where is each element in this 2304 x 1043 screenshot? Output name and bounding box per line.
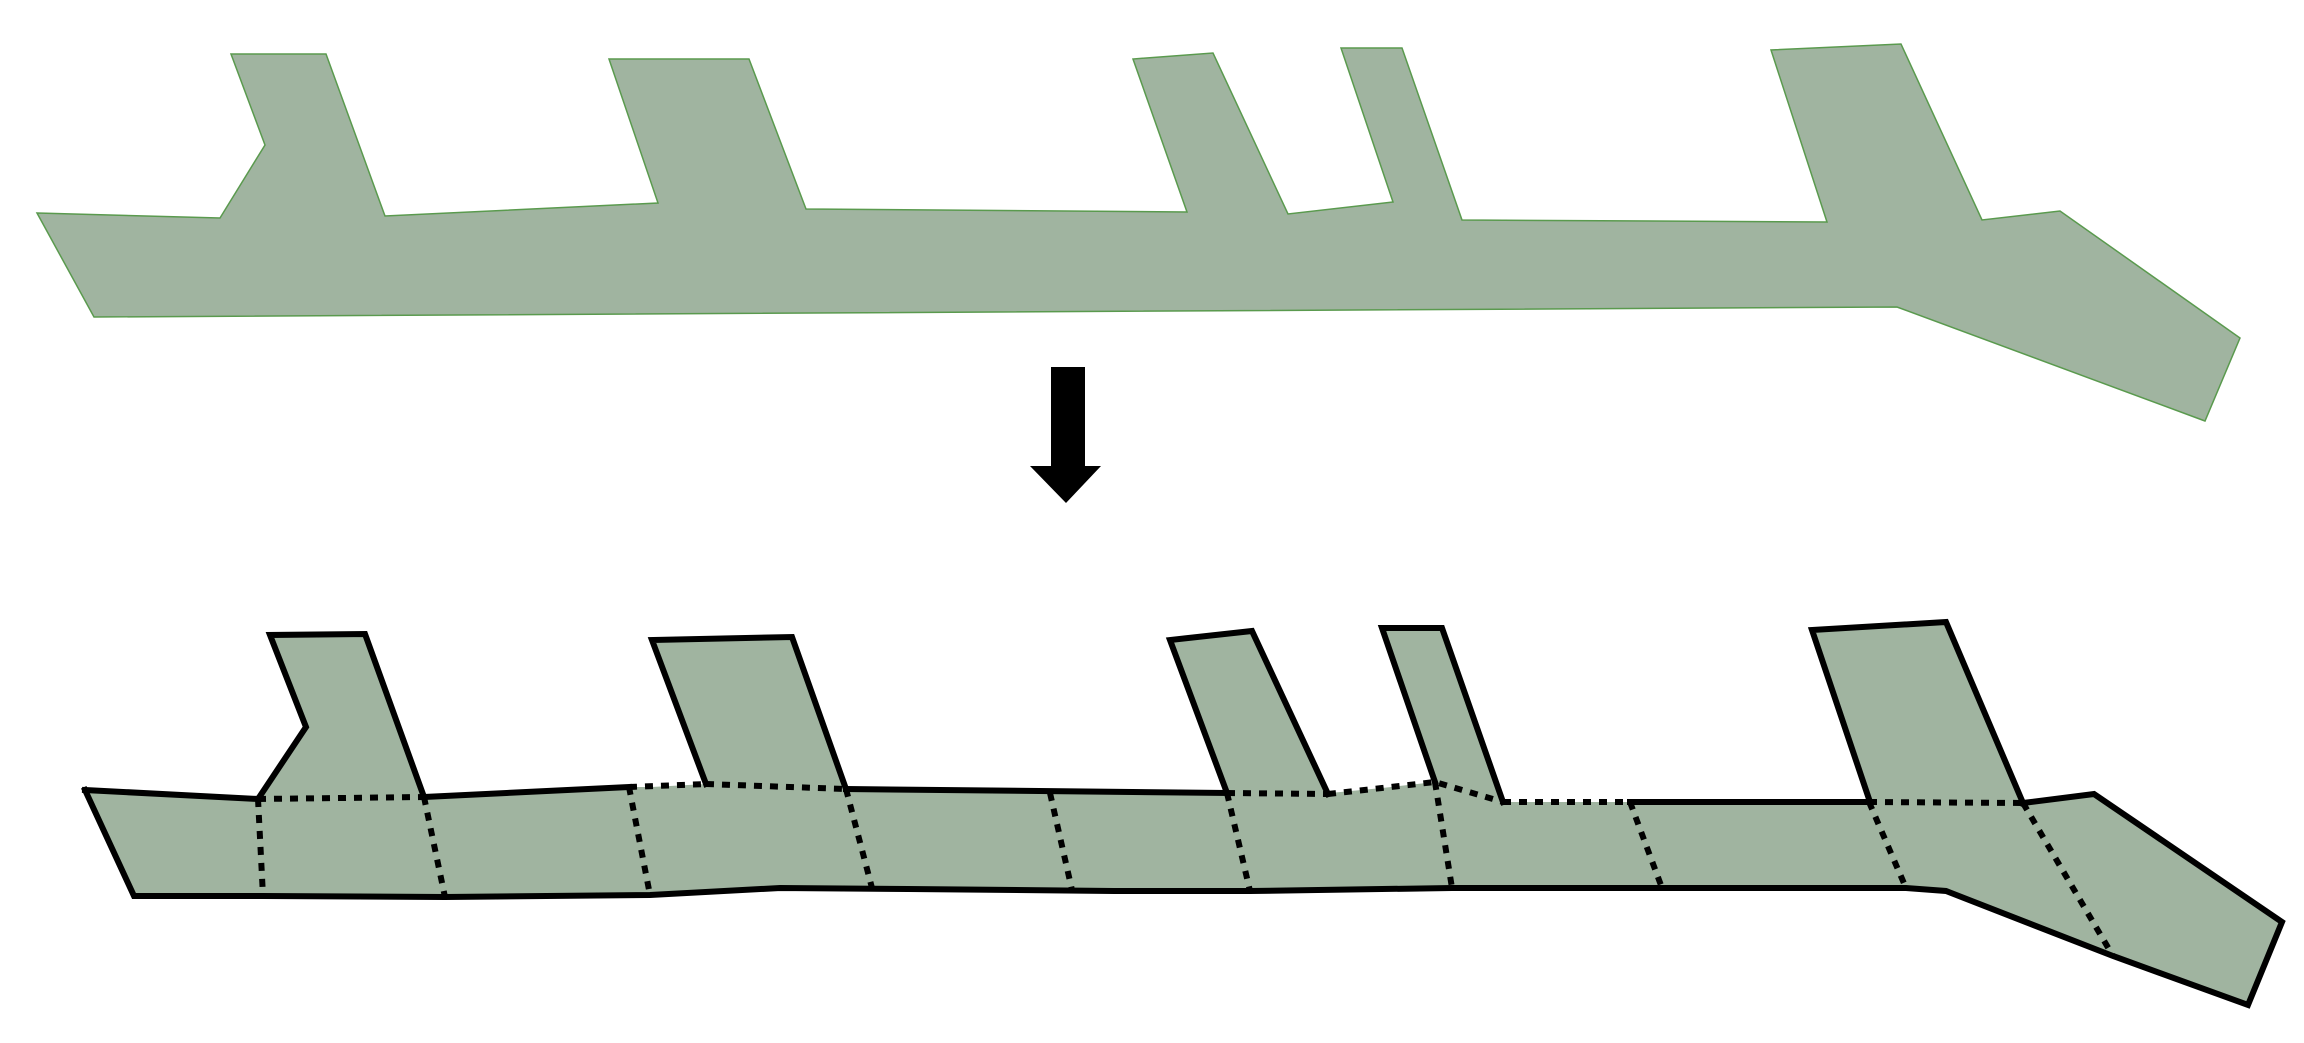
segmented-polygon-fill [85,622,2282,1005]
partition-cut-1 [255,798,266,897]
partition-lines [255,778,2116,958]
outline-segment [647,633,850,793]
outline-segment [1807,618,2027,807]
outline-segment [1377,625,1507,806]
partition-cut-3 [626,786,653,896]
partition-cut-4 [843,788,875,889]
down-arrow-icon [1030,367,1101,503]
partition-top-5 [1327,778,1504,805]
original-polygon [35,43,2241,422]
partition-cut-7 [1432,781,1455,889]
partition-top-4 [1226,790,1329,797]
partition-cut-2 [421,796,448,898]
partition-top-7 [1868,799,2024,806]
partition-top-1 [257,794,425,802]
segmented-polygon [81,618,2286,1009]
outline-segment [842,627,1332,798]
partition-cut-6 [1224,792,1253,892]
partition-top-2 [628,781,707,790]
partition-top-3 [705,781,847,792]
partition-cut-5 [1047,792,1075,891]
partition-cut-10 [2020,801,2116,958]
